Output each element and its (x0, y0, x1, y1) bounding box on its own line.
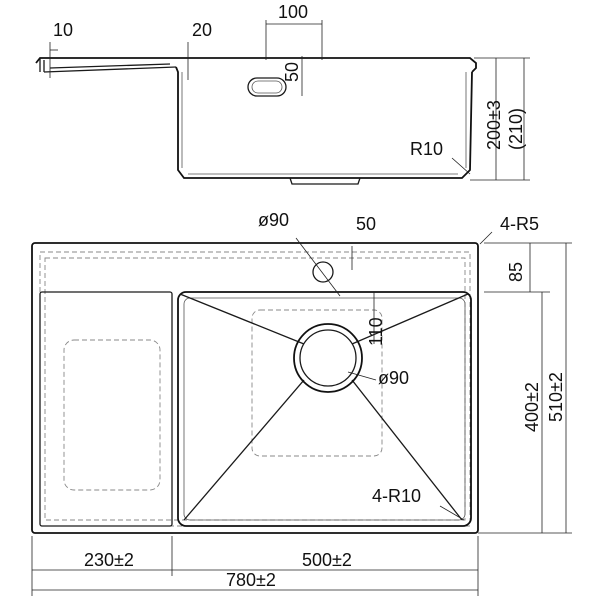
bowl (177, 291, 472, 527)
dim-overflow-height: 50 (282, 62, 302, 82)
dim-total-width: 780±2 (226, 570, 276, 590)
tap-hole (312, 261, 334, 283)
dim-bottom-radius: R10 (410, 139, 443, 159)
dim-total-height: 510±2 (546, 372, 566, 422)
dim-tap-to-edge: 85 (506, 262, 526, 282)
dim-tap-hole-diameter: ø90 (258, 210, 289, 230)
dim-tap-to-bowl: 110 (366, 317, 386, 346)
drainboard (39, 291, 173, 527)
dim-tap-hole-offset: 50 (356, 214, 376, 234)
dim-top-lip: 10 (53, 20, 73, 40)
dim-depth: 200±3 (484, 100, 504, 150)
dim-drainboard-width: 230±2 (84, 550, 134, 570)
dim-top-offset: 20 (192, 20, 212, 40)
drain-hole (293, 323, 363, 393)
dim-bowl-corner-radius: 4-R10 (372, 486, 421, 506)
dim-corner-radius-top: 4-R5 (500, 214, 539, 234)
dim-overflow-width: 100 (278, 2, 308, 22)
dim-bowl-width: 500±2 (302, 550, 352, 570)
dim-bowl-height: 400±2 (522, 382, 542, 432)
side-section-view: 10 20 100 50 200±3 (210) R10 (35, 2, 530, 185)
overflow-slot (247, 77, 287, 97)
plan-view: ø90 50 4-R5 85 110 ø90 400±2 510±2 4-R10 (31, 210, 572, 596)
dim-depth-total: (210) (506, 108, 526, 150)
dim-drain-diameter: ø90 (378, 368, 409, 388)
sink-outline (31, 242, 479, 534)
